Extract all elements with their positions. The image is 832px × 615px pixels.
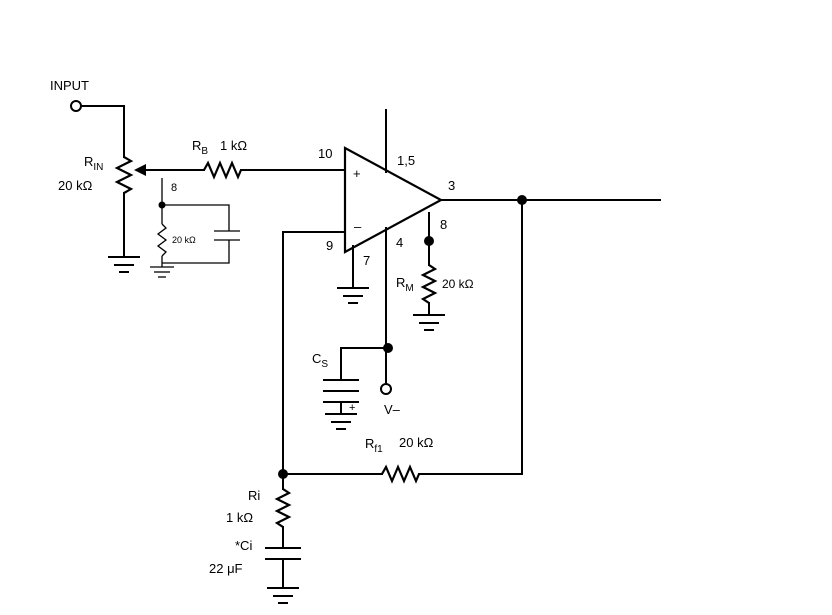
- opamp-triangle: [343, 146, 444, 254]
- vminus-label: V–: [384, 402, 401, 417]
- ci-label: *Ci: [235, 538, 252, 553]
- input-label: INPUT: [50, 78, 89, 93]
- cs-top-wire: [340, 347, 389, 381]
- pot-pin-label: 8: [171, 182, 177, 194]
- pin-inv-input: 9: [326, 238, 333, 253]
- aux-cap-top-wire: [162, 204, 230, 231]
- opamp-plus-sign: +: [353, 166, 361, 181]
- ci-value: 22 μF: [209, 561, 243, 576]
- rin-symbol: RIN: [84, 154, 103, 173]
- inv-input-wire: [282, 231, 346, 490]
- rin-potentiometer: [114, 156, 134, 194]
- ground-symbol-cs: [325, 413, 357, 430]
- pin-ground: 7: [363, 253, 370, 268]
- ri-resistor: [274, 488, 292, 528]
- wiper-arrow: [134, 164, 146, 176]
- rf1-resistor: [381, 464, 421, 484]
- rf1-right-wire: [418, 199, 523, 475]
- rb-resistor: [203, 160, 243, 180]
- ground-symbol-ci: [267, 587, 299, 604]
- cs-symbol: CS: [312, 351, 328, 370]
- input-wire: [80, 105, 125, 158]
- aux-resistor: [156, 223, 168, 257]
- rf1-symbol: Rf1: [365, 436, 383, 455]
- ground-symbol-aux: [150, 266, 174, 278]
- rm-resistor: [420, 264, 438, 304]
- ground-symbol-opamp: [337, 287, 369, 304]
- pin-noninv-input: 10: [318, 146, 332, 161]
- pin-supply: 1,5: [397, 153, 415, 168]
- rb-value: 1 kΩ: [220, 138, 247, 153]
- vminus-terminal: [380, 383, 392, 395]
- opamp-minus-sign: –: [354, 219, 362, 234]
- rm-symbol: RM: [396, 275, 414, 294]
- pin-bias: 8: [440, 217, 447, 232]
- aux-cap-bottom-wire: [162, 240, 230, 264]
- ri-value: 1 kΩ: [226, 510, 253, 525]
- aux-resistor-value: 20 kΩ: [172, 235, 196, 245]
- pin-output: 3: [448, 178, 455, 193]
- input-terminal: [70, 100, 82, 112]
- rin-value: 20 kΩ: [58, 178, 93, 193]
- rb-symbol: RB: [192, 138, 208, 157]
- cs-polarity: +: [349, 402, 355, 414]
- ri-label: Ri: [248, 488, 260, 503]
- rm-value: 20 kΩ: [442, 277, 474, 291]
- rf1-value: 20 kΩ: [399, 435, 434, 450]
- pin8-junction-dot: [424, 236, 434, 246]
- pin-vneg: 4: [396, 235, 403, 250]
- ground-symbol-rm: [413, 314, 445, 331]
- ground-symbol-rin: [108, 256, 140, 273]
